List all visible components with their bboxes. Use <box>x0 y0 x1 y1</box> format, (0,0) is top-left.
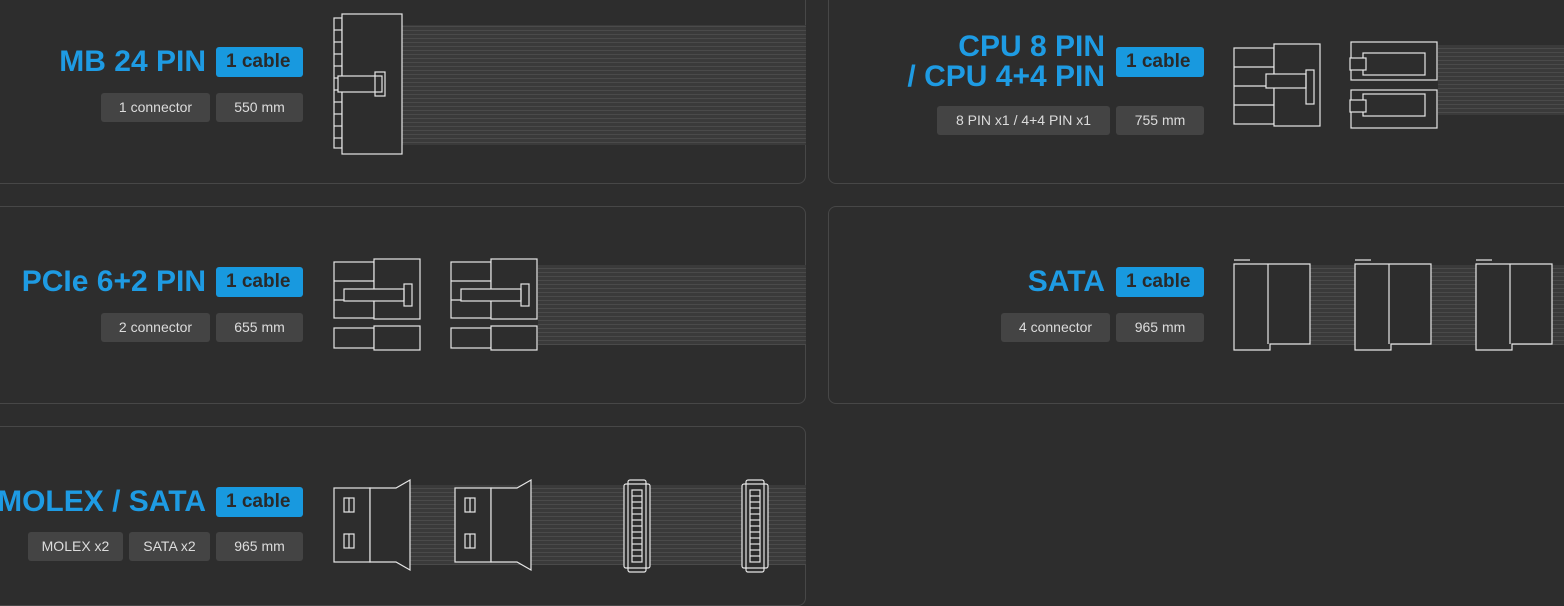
atx-24pin-connector-icon <box>333 13 806 155</box>
cable-title-cpu-line2: / CPU 4+4 PIN <box>907 60 1105 93</box>
cable-length-chip-cpu: 755 mm <box>1116 106 1204 135</box>
cable-length-chip-molex: 965 mm <box>216 532 303 561</box>
cable-card-sata <box>828 206 1564 404</box>
cable-count-badge-molex: 1 cable <box>216 487 303 517</box>
cable-length-chip-pcie: 655 mm <box>216 313 303 342</box>
sata-power-connector-icon <box>1233 259 1564 351</box>
cable-title-cpu-line1: CPU 8 PIN <box>958 30 1105 63</box>
connector-count-chip-mb: 1 connector <box>101 93 210 122</box>
connector-count-chip-pcie: 2 connector <box>101 313 210 342</box>
eps-8pin-connector-icon <box>1233 41 1564 129</box>
cable-count-badge-mb: 1 cable <box>216 47 303 77</box>
cable-title-mb-24pin: MB 24 PIN <box>59 45 206 78</box>
molex-connector-icon <box>333 478 806 573</box>
cable-count-badge-pcie: 1 cable <box>216 267 303 297</box>
cable-title-molex-sata: MOLEX / SATA <box>0 485 206 518</box>
cable-length-chip-sata: 965 mm <box>1116 313 1204 342</box>
sata-count-chip: SATA x2 <box>129 532 210 561</box>
cable-count-badge-sata: 1 cable <box>1116 267 1204 297</box>
pcie-6plus2-connector-icon <box>333 258 806 351</box>
molex-count-chip: MOLEX x2 <box>28 532 123 561</box>
cable-length-chip-mb: 550 mm <box>216 93 303 122</box>
cable-title-cpu: CPU 8 PIN / CPU 4+4 PIN <box>907 32 1105 92</box>
cable-title-pcie: PCIe 6+2 PIN <box>21 265 206 298</box>
cable-title-sata: SATA <box>1027 265 1105 298</box>
cable-count-badge-cpu: 1 cable <box>1116 47 1204 77</box>
cable-card-cpu <box>828 0 1564 184</box>
connector-count-chip-cpu: 8 PIN x1 / 4+4 PIN x1 <box>937 106 1110 135</box>
connector-count-chip-sata: 4 connector <box>1001 313 1110 342</box>
